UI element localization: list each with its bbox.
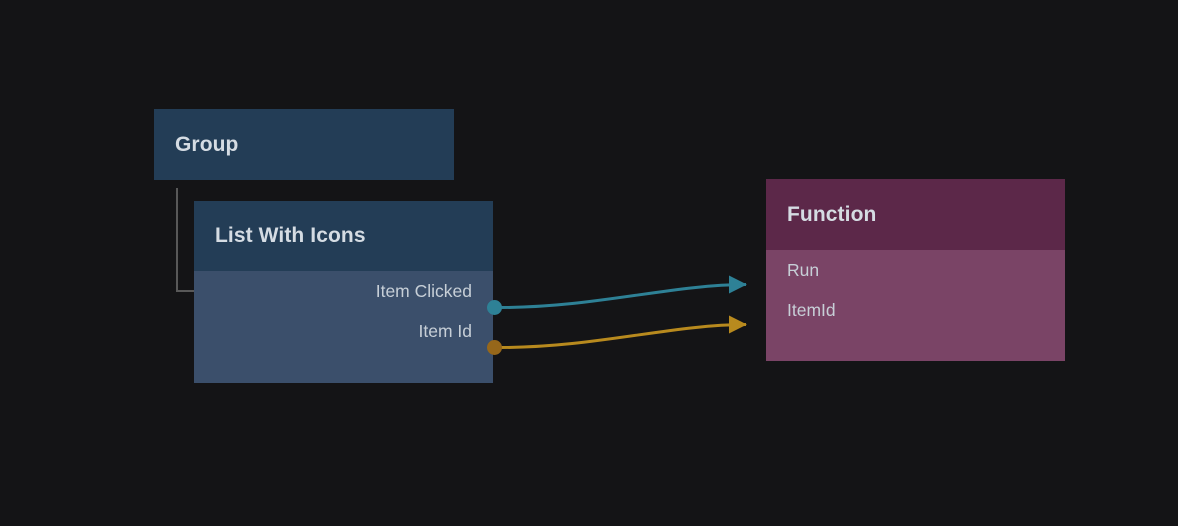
output-port-item-id[interactable]: Item Id xyxy=(194,311,473,351)
output-port-item-clicked-label: Item Clicked xyxy=(375,280,472,301)
output-port-item-id-label: Item Id xyxy=(418,320,473,341)
output-port-dot-item-id[interactable] xyxy=(487,340,502,355)
input-port-run[interactable]: Run xyxy=(787,250,1065,290)
node-list-with-icons-title: List With Icons xyxy=(215,224,366,247)
node-list-with-icons-header[interactable]: List With Icons xyxy=(194,201,493,271)
input-port-run-label: Run xyxy=(787,259,820,280)
input-port-itemid-label: ItemId xyxy=(787,299,836,320)
output-port-dot-item-clicked[interactable] xyxy=(487,300,502,315)
node-function-body: Run ItemId xyxy=(766,250,1065,361)
node-function[interactable]: Function Run ItemId xyxy=(766,179,1065,361)
node-group[interactable]: Group xyxy=(154,109,454,180)
node-function-header[interactable]: Function xyxy=(766,179,1065,250)
node-list-with-icons[interactable]: List With Icons Item Clicked Item Id xyxy=(194,201,493,383)
connection-item-id-to-itemid[interactable] xyxy=(499,315,747,349)
node-function-title: Function xyxy=(787,202,877,226)
output-port-item-clicked[interactable]: Item Clicked xyxy=(194,271,472,311)
connection-item-clicked-to-run[interactable] xyxy=(499,275,747,309)
node-group-header[interactable]: Group xyxy=(154,109,454,180)
tree-connector-line xyxy=(176,188,198,292)
node-group-title: Group xyxy=(175,132,239,156)
input-port-itemid[interactable]: ItemId xyxy=(787,290,1065,330)
node-list-with-icons-body: Item Clicked Item Id xyxy=(194,271,493,383)
